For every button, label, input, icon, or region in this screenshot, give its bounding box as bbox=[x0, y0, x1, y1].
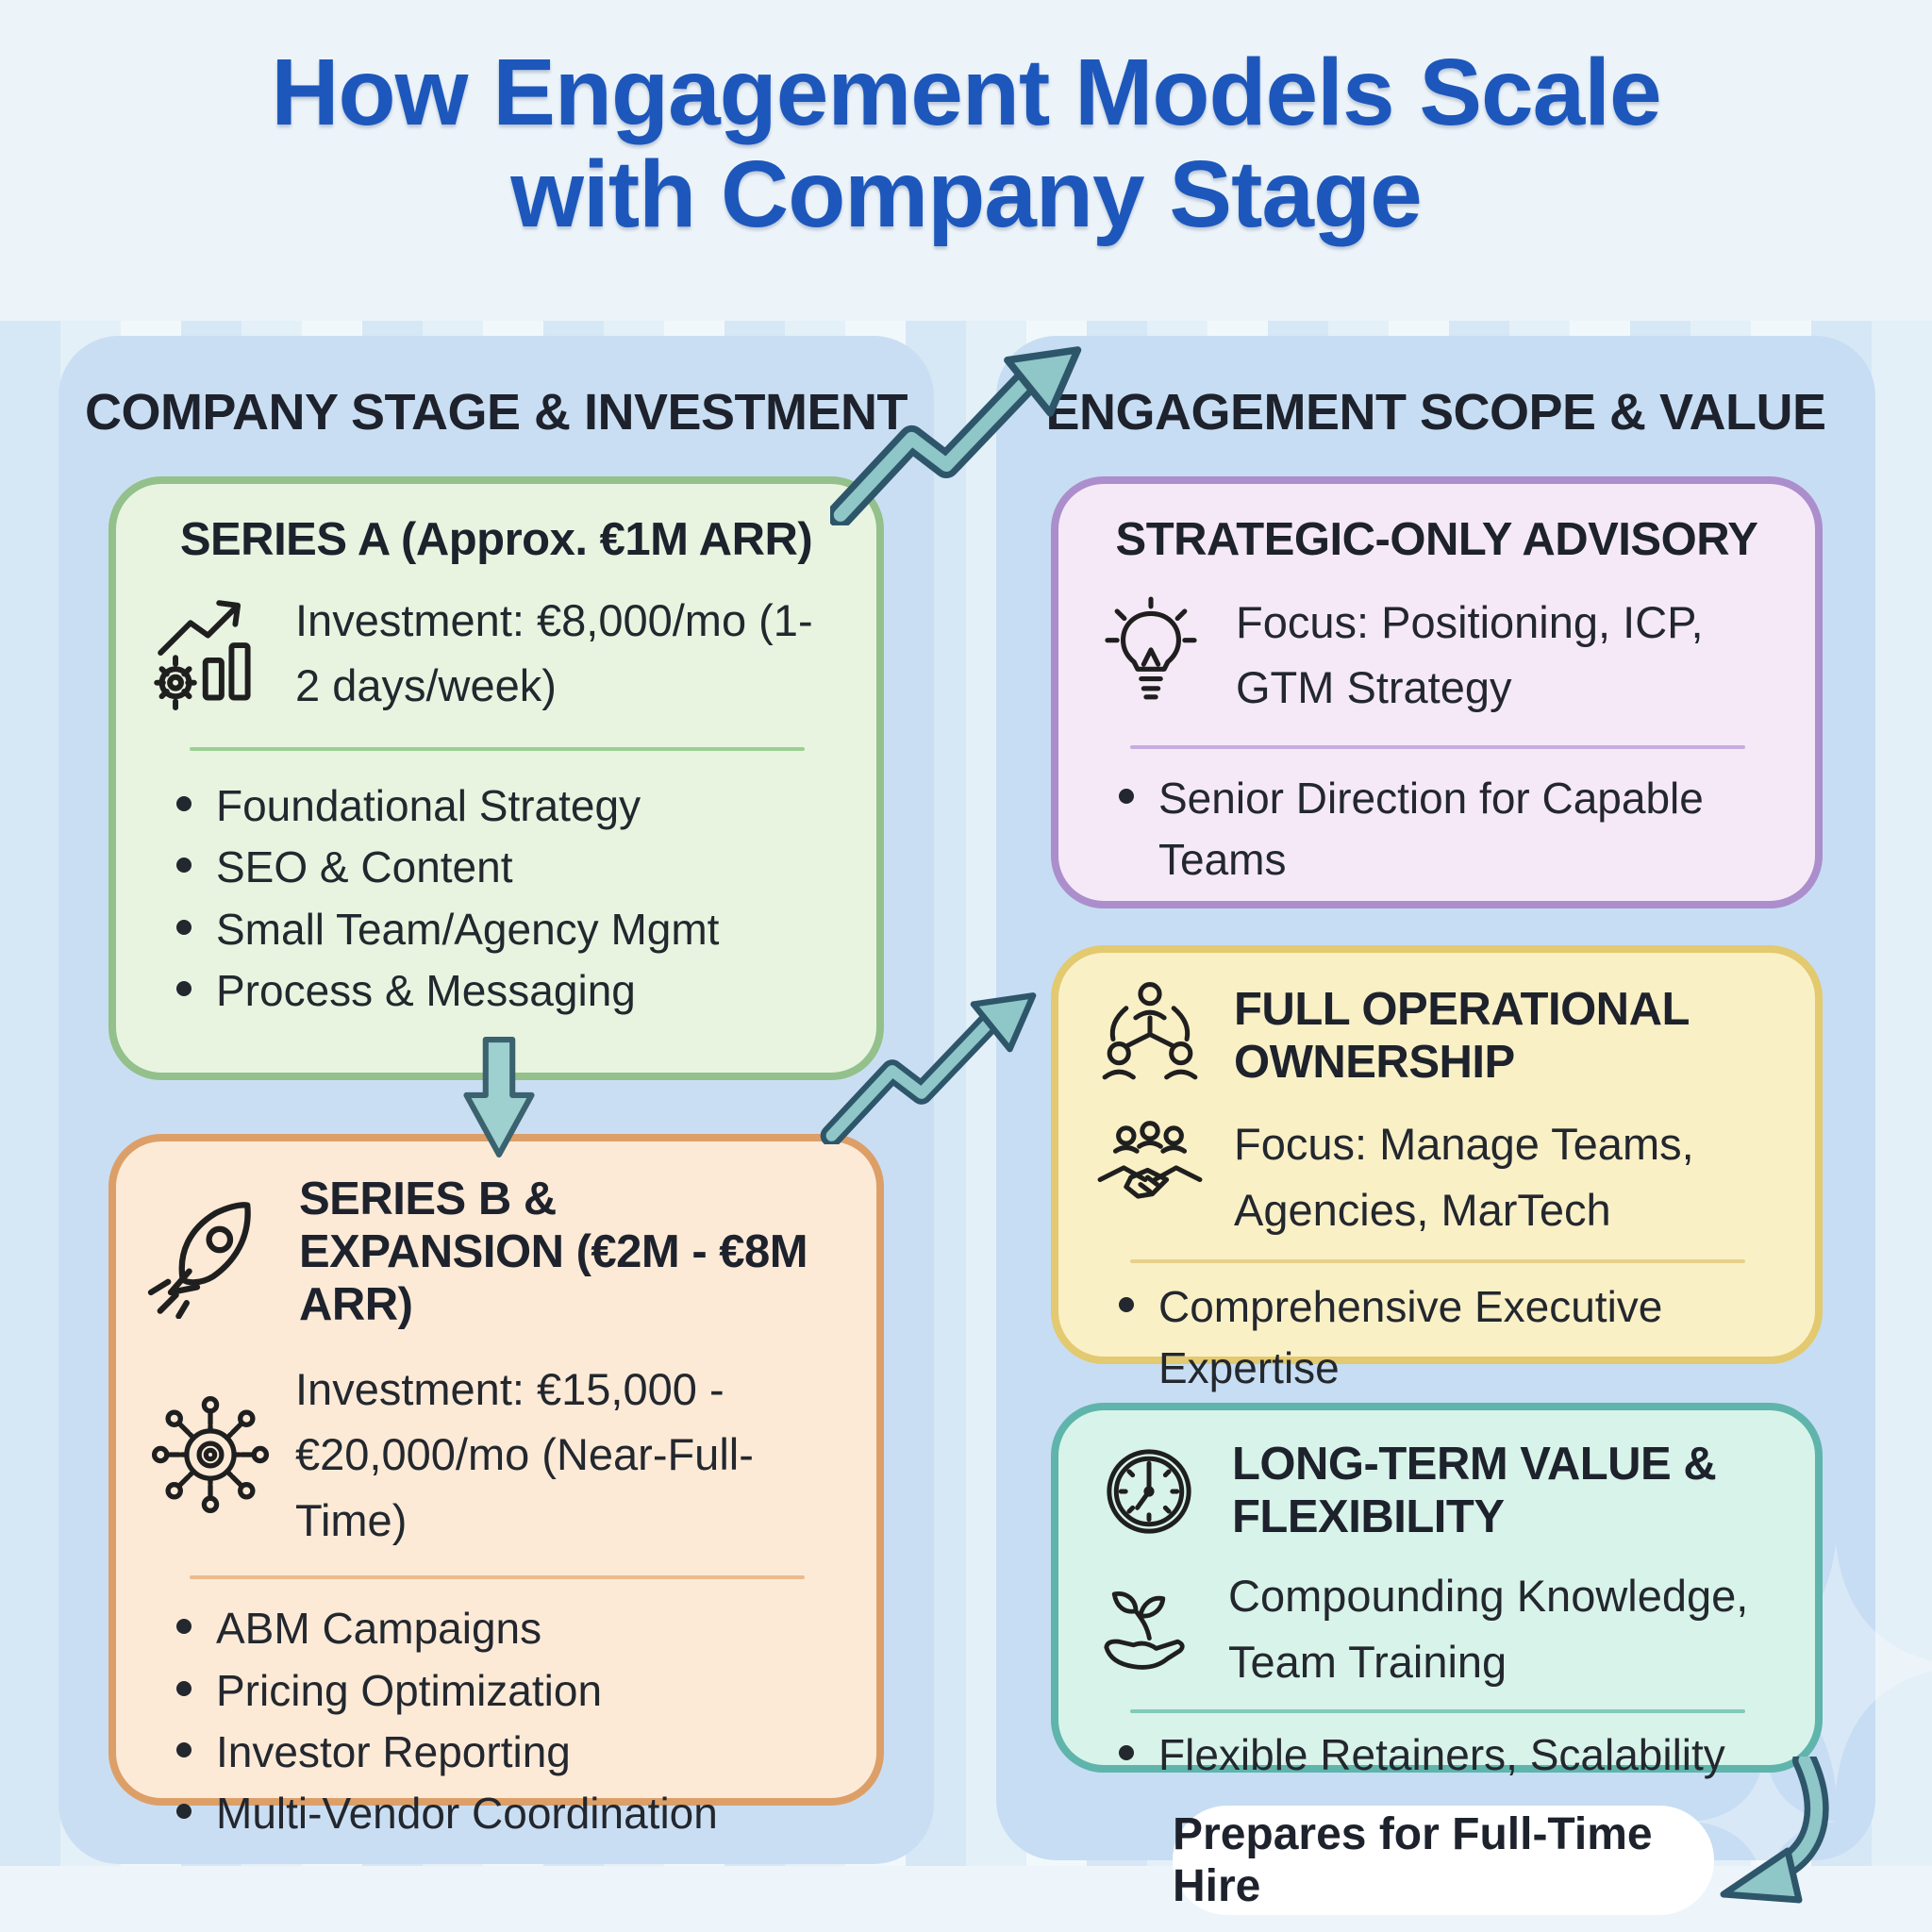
list-item: ABM Campaigns bbox=[176, 1598, 876, 1659]
bullet-text: Small Team/Agency Mgmt bbox=[216, 904, 720, 954]
zigzag-up-arrow-middle bbox=[820, 992, 1037, 1144]
curved-down-arrow bbox=[1720, 1757, 1829, 1904]
bullet-dot bbox=[1119, 1745, 1134, 1761]
growth-chart-gear-icon bbox=[148, 591, 273, 715]
rocket-icon bbox=[144, 1187, 276, 1319]
bullet-text: Process & Messaging bbox=[216, 965, 636, 1015]
bullet-dot bbox=[176, 1680, 192, 1696]
bullet-dot bbox=[176, 1741, 192, 1757]
list-item: Comprehensive Executive Expertise bbox=[1119, 1276, 1815, 1400]
ownership-focus: Focus: Manage Teams, Agencies, MarTech bbox=[1234, 1119, 1694, 1235]
bullet-dot bbox=[176, 980, 192, 996]
list-item: Process & Messaging bbox=[176, 960, 876, 1022]
divider bbox=[1130, 1259, 1745, 1264]
series-a-title: SERIES A (Approx. €1M ARR) bbox=[179, 514, 813, 565]
bullet-text: Investor Reporting bbox=[216, 1726, 571, 1776]
bullet-dot bbox=[176, 919, 192, 935]
lightbulb-icon bbox=[1091, 594, 1211, 715]
page-title-line2: with Company Stage bbox=[510, 142, 1422, 247]
bullet-text: Foundational Strategy bbox=[216, 780, 641, 830]
divider bbox=[190, 1575, 805, 1580]
sparkle-decoration bbox=[1713, 1543, 1932, 1789]
bullet-text: ABM Campaigns bbox=[216, 1604, 542, 1654]
org-chart-icon bbox=[1091, 977, 1209, 1096]
right-panel-header: ENGAGEMENT SCOPE & VALUE bbox=[1045, 384, 1826, 441]
series-b-title: SERIES B & EXPANSION (€2M - €8M ARR) bbox=[299, 1174, 808, 1330]
series-b-card: SERIES B & EXPANSION (€2M - €8M ARR) Inv… bbox=[108, 1134, 884, 1838]
operational-ownership-card: FULL OPERATIONAL OWNERSHIP Focus: Manage… bbox=[1051, 945, 1823, 1392]
bullet-dot bbox=[1119, 788, 1134, 804]
page-title-line1: How Engagement Models Scale bbox=[271, 40, 1661, 145]
down-block-arrow bbox=[463, 1037, 535, 1158]
left-panel-header: COMPANY STAGE & INVESTMENT bbox=[84, 384, 908, 441]
longterm-focus: Compounding Knowledge, Team Training bbox=[1228, 1571, 1749, 1687]
clock-icon bbox=[1091, 1433, 1208, 1550]
strategic-advisory-card: STRATEGIC-ONLY ADVISORY Focus: Positioni… bbox=[1051, 476, 1823, 908]
ownership-title: FULL OPERATIONAL OWNERSHIP bbox=[1234, 984, 1690, 1088]
bullet-text: Senior Direction for Capable Teams bbox=[1158, 773, 1704, 885]
longterm-value-card: LONG-TERM VALUE & FLEXIBILITY Compoundin… bbox=[1051, 1403, 1823, 1779]
bullet-text: SEO & Content bbox=[216, 842, 513, 892]
list-item: Multi-Vendor Coordination bbox=[176, 1783, 876, 1844]
divider bbox=[1130, 744, 1745, 749]
list-item: Senior Direction for Capable Teams bbox=[1119, 768, 1815, 891]
series-a-card: SERIES A (Approx. €1M ARR) Investment: €… bbox=[108, 476, 884, 1080]
bullet-text: Pricing Optimization bbox=[216, 1665, 603, 1715]
list-item: Small Team/Agency Mgmt bbox=[176, 899, 876, 960]
series-a-investment: Investment: €8,000/mo (1-2 days/week) bbox=[295, 594, 813, 711]
footer-pill: Prepares for Full-Time Hire bbox=[1173, 1806, 1714, 1915]
longterm-title: LONG-TERM VALUE & FLEXIBILITY bbox=[1232, 1439, 1717, 1542]
bullet-dot bbox=[176, 1804, 192, 1820]
list-item: Foundational Strategy bbox=[176, 775, 876, 837]
zigzag-up-arrow-top bbox=[830, 346, 1082, 525]
list-item: SEO & Content bbox=[176, 837, 876, 898]
bullet-text: Flexible Retainers, Scalability bbox=[1158, 1730, 1725, 1780]
series-b-investment: Investment: €15,000 - €20,000/mo (Near-F… bbox=[295, 1363, 754, 1545]
plant-hand-icon bbox=[1091, 1573, 1204, 1686]
list-item: Flexible Retainers, Scalability bbox=[1119, 1724, 1815, 1786]
sparkle-decoration bbox=[1694, 1751, 1836, 1892]
advisory-focus: Focus: Positioning, ICP, GTM Strategy bbox=[1236, 596, 1704, 713]
divider bbox=[190, 746, 805, 751]
advisory-title: STRATEGIC-ONLY ADVISORY bbox=[1115, 514, 1758, 565]
bullet-text: Comprehensive Executive Expertise bbox=[1158, 1282, 1663, 1393]
gear-network-icon bbox=[148, 1392, 273, 1517]
handshake-icon bbox=[1091, 1118, 1209, 1237]
bullet-dot bbox=[176, 795, 192, 811]
list-item: Pricing Optimization bbox=[176, 1660, 876, 1722]
bullet-dot bbox=[176, 858, 192, 874]
list-item: Investor Reporting bbox=[176, 1722, 876, 1783]
bullet-dot bbox=[1119, 1297, 1134, 1313]
bullet-text: Multi-Vendor Coordination bbox=[216, 1789, 718, 1839]
divider bbox=[1130, 1709, 1745, 1714]
bullet-dot bbox=[176, 1619, 192, 1635]
